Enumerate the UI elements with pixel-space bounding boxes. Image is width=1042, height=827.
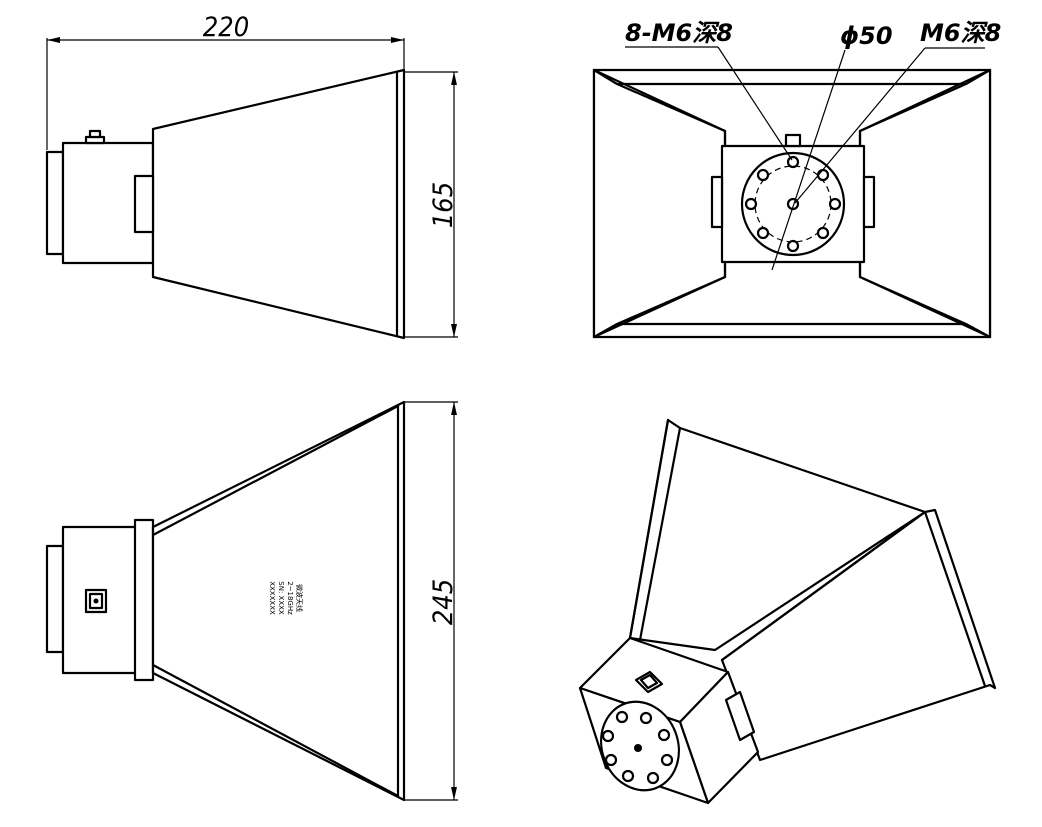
dimension-text-165: 165 — [428, 182, 459, 228]
bolt-hole — [786, 239, 800, 253]
nameplate: 微波天线 2~18GHz SN: XXXX XXXXXXX — [268, 581, 304, 615]
bolt-hole — [756, 226, 770, 240]
front-view: 8-M6深8 ϕ50 M6深8 — [592, 19, 1001, 339]
bolt-hole — [756, 168, 770, 182]
nameplate-line: SN: XXXX — [277, 581, 285, 615]
bolt-hole — [621, 769, 635, 783]
horn-body — [151, 68, 406, 340]
bolt-hole — [604, 753, 618, 767]
isometric-view — [578, 418, 997, 805]
callout-bolt-holes: 8-M6深8 — [625, 19, 733, 47]
bolt-hole — [639, 711, 653, 725]
dimension-text-245: 245 — [428, 579, 459, 625]
side-view: 220 165 — [45, 12, 459, 340]
bolt-hole — [744, 197, 758, 211]
iso-bolt-holes — [601, 710, 674, 785]
nameplate-line: 微波天线 — [295, 584, 304, 612]
bolt-hole — [786, 155, 800, 169]
dimension-aperture-width: 245 — [404, 401, 459, 801]
bolt-hole — [660, 753, 674, 767]
dimension-text-220: 220 — [203, 12, 249, 43]
dimension-aperture-height: 165 — [404, 71, 459, 338]
bolt-hole — [657, 728, 671, 742]
bolt-hole — [615, 710, 629, 724]
left-flare-plate — [592, 68, 727, 339]
top-view: 245 微波天线 2~18GHz SN: XXXX XXXXXXX — [45, 400, 459, 802]
connector-plug — [45, 150, 65, 256]
dimension-overall-length: 220 — [46, 12, 405, 150]
bolt-hole — [816, 226, 830, 240]
bolt-hole — [646, 771, 660, 785]
side-tab — [133, 174, 155, 234]
connector-plug — [45, 544, 65, 654]
bolt-hole — [816, 168, 830, 182]
callout-flange-diameter: ϕ50 — [840, 22, 893, 50]
bolt-hole — [828, 197, 842, 211]
bolt-hole — [601, 729, 615, 743]
nameplate-line: 2~18GHz — [286, 581, 294, 615]
bolt-holes — [744, 155, 842, 253]
nameplate-line: XXXXXXX — [268, 581, 276, 615]
callout-center-hole: M6深8 — [920, 19, 1001, 47]
right-flare-plate — [858, 68, 992, 339]
center-hole — [634, 744, 642, 752]
